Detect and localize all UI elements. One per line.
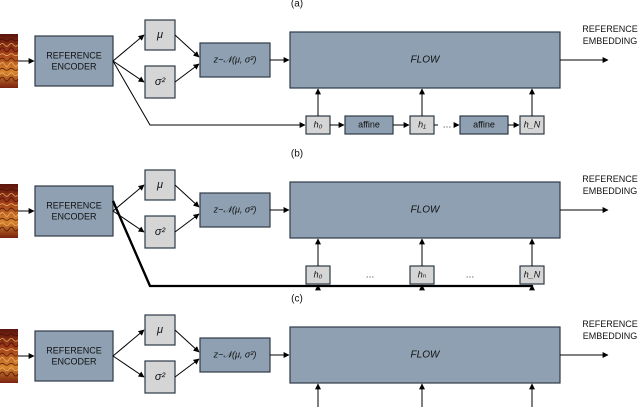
hidden-state-label: h₀ bbox=[314, 269, 323, 279]
arrow-encoder-to-mu bbox=[112, 184, 145, 212]
arrow-sigma-to-sample bbox=[174, 63, 200, 83]
latent-sample-box bbox=[199, 337, 271, 373]
hidden-state-label: h_N bbox=[524, 269, 541, 279]
panel-caption: (a) bbox=[291, 0, 303, 10]
chain-ellipsis: … bbox=[466, 269, 475, 279]
mu-box bbox=[144, 169, 176, 201]
spectrogram-image bbox=[0, 184, 19, 238]
sigma-label: σ² bbox=[155, 371, 166, 383]
mu-label: μ bbox=[156, 179, 163, 191]
mu-label: μ bbox=[156, 324, 163, 336]
arrow-encoder-to-mu bbox=[112, 329, 145, 357]
arrow-encoder-to-mu bbox=[112, 34, 145, 62]
latent-sample-label: z~𝒩(μ, σ²) bbox=[213, 204, 257, 214]
chain-ellipsis: … bbox=[443, 119, 452, 129]
spectrogram-image bbox=[0, 34, 19, 88]
hidden-state-label: hₙ bbox=[418, 269, 427, 279]
panel-caption: (b) bbox=[291, 149, 303, 160]
spectrogram-image bbox=[0, 329, 19, 383]
mu-label: μ bbox=[156, 29, 163, 41]
affine-label: affine bbox=[473, 119, 495, 129]
arrow-sigma-to-sample bbox=[174, 358, 200, 378]
thick-condition-diag bbox=[111, 200, 152, 287]
flow-label: FLOW bbox=[411, 350, 441, 361]
flow-label: FLOW bbox=[411, 55, 441, 66]
mu-box bbox=[144, 314, 176, 346]
arrow-encoder-to-sigma bbox=[112, 355, 145, 378]
chain-ellipsis: … bbox=[366, 269, 375, 279]
flow-box bbox=[289, 31, 561, 89]
sigma-label: σ² bbox=[155, 76, 166, 88]
latent-sample-label: z~𝒩(μ, σ²) bbox=[213, 349, 257, 359]
hidden-state-label: h_N bbox=[524, 119, 541, 129]
hidden-state-label: h₁ bbox=[418, 119, 426, 129]
reference-encoder-box bbox=[34, 330, 114, 382]
latent-sample-label: z~𝒩(μ, σ²) bbox=[213, 54, 257, 64]
latent-sample-box bbox=[199, 192, 271, 228]
sigma-label: σ² bbox=[155, 226, 166, 238]
arrow-sigma-to-sample bbox=[174, 213, 200, 233]
arrow-mu-to-sample bbox=[174, 34, 200, 58]
affine-label: affine bbox=[358, 119, 380, 129]
arrow-encoder-to-h0 bbox=[112, 60, 306, 128]
arrow-mu-to-sample bbox=[174, 184, 200, 208]
flow-box bbox=[289, 326, 561, 384]
arrow-encoder-to-sigma bbox=[112, 60, 145, 83]
flow-box bbox=[289, 181, 561, 239]
flow-label: FLOW bbox=[411, 205, 441, 216]
reference-encoder-box bbox=[34, 185, 114, 237]
arrow-mu-to-sample bbox=[174, 329, 200, 353]
panel-caption: (c) bbox=[291, 294, 303, 305]
hidden-state-label: h₀ bbox=[314, 119, 323, 129]
mu-box bbox=[144, 19, 176, 51]
